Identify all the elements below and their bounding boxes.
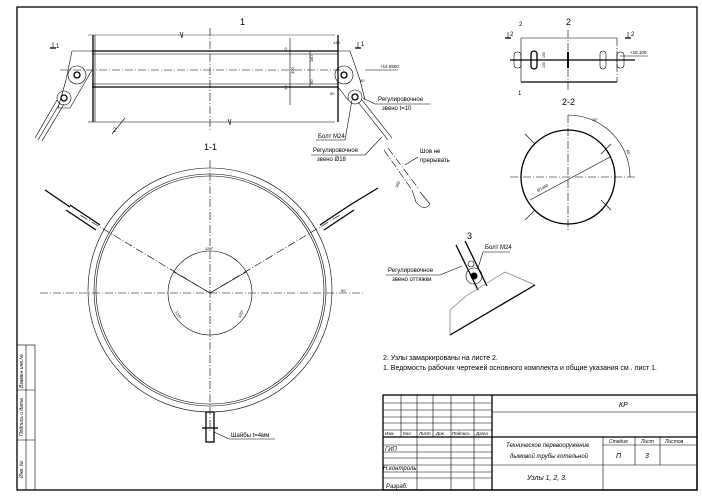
diameter-1400: Ø1400 (536, 182, 550, 192)
tb-code: КР (619, 402, 628, 409)
view-1-title: 1 (240, 17, 245, 27)
view-3-bolt: Болт М24 (485, 245, 512, 251)
view-2-item-1: 1 (518, 91, 522, 97)
sheet-frame (16, 6, 698, 491)
tb-sheets-label: Листов (664, 439, 684, 445)
tb-project-2: дымовой трубы котельной (510, 453, 589, 460)
rod-dim-160: 160 (394, 180, 402, 189)
title-block: Изм. Кол. Лист Док. Подпись Дата ГИП Н.к… (382, 394, 698, 491)
view-2-dim-1: 100 (542, 52, 546, 58)
view-3-link-1: Регулировочное (388, 268, 434, 274)
section-mark-2-right: 2 (631, 32, 635, 38)
tb-stage: П (616, 453, 622, 460)
dim-50-ring: 50 (341, 288, 346, 293)
stamp-sign-date: Подпись и дата (19, 398, 25, 436)
bracket-right (319, 187, 379, 231)
bracket-left (44, 189, 101, 231)
view-2-item-2: 2 (519, 22, 523, 28)
dim-10a: 10 (283, 47, 288, 52)
tb-header-izm: Изм. (385, 431, 395, 436)
callout-weld-2: прерывать (420, 158, 450, 164)
angle-top: 120° (205, 246, 214, 251)
tb-role-gip: ГИП (385, 447, 398, 453)
tb-header-dok: Док. (435, 431, 445, 436)
section-mark-2-left: 2 (510, 32, 514, 38)
stamp-replace-inv: Взамен инв.№ (19, 354, 25, 388)
dim-300: 300 (290, 67, 295, 74)
view-2-dim-2: 100 (542, 62, 546, 68)
callout-weld-1: Шов не (420, 149, 441, 155)
elevation-14650: +14.6500 (380, 64, 399, 69)
angle-45-b: 45° (625, 149, 632, 157)
tb-sheet-title: Узлы 1, 2, 3. (526, 475, 567, 482)
tb-header-date: Дата (475, 431, 488, 436)
dim-60: 60 (309, 79, 314, 84)
tb-header-kol: Кол. (403, 431, 412, 436)
view-3-link-2: звено оттяжки (392, 277, 431, 283)
washers-label: Шайбы t=4мм (231, 432, 269, 439)
callout-link-t10-1: Регулировочное (378, 97, 424, 103)
dim-130: 130 (333, 40, 340, 45)
callout-link-d18-2: звено Ø18 (317, 157, 347, 163)
item-2-label: 2 (113, 128, 117, 134)
view-1-1-title: 1-1 (204, 142, 217, 152)
tb-role-nkontrol: Н.контроль (383, 466, 416, 472)
callout-bolt: Болт М24 (318, 134, 345, 140)
side-stamp: Взамен инв.№ Подпись и дата Инв. № (16, 344, 36, 491)
tb-project-1: Техническое перевооружение (506, 443, 590, 449)
section-mark-1-right: 1 (361, 42, 365, 48)
dim-50: 50 (330, 91, 335, 96)
tb-role-razrab: Разраб. (386, 484, 408, 490)
elevation-18100: +18.100 (630, 50, 647, 55)
view-2-2-title: 2-2 (562, 97, 575, 107)
view-1-1: 1-1 120° 120° 120° 50 Шайбы t=4мм (40, 142, 379, 443)
note-2: 2. Узлы замаркированы на листе 2. (383, 355, 498, 362)
view-3-title: 3 (467, 231, 472, 241)
tb-header-list: Лист (418, 431, 431, 436)
view-2-2: 2-2 45° 45° Ø1400 (510, 97, 635, 230)
tb-header-sign: Подпись (452, 431, 470, 436)
tb-stage-label: Стадия (609, 439, 628, 445)
dim-140: 140 (309, 55, 314, 62)
view-3: 3 Болт М24 Регулировочное звено оттяжки (386, 231, 536, 336)
dim-10b: 10 (283, 85, 288, 90)
callout-link-t10-2: звено t=10 (382, 106, 412, 112)
tb-sheet-label: Лист (640, 439, 654, 445)
note-1: 1. Ведомость рабочих чертежей основного … (383, 364, 657, 372)
tb-sheet: 3 (645, 453, 649, 460)
bracket-bottom (202, 411, 218, 443)
angle-45-a: 45° (592, 117, 598, 122)
callout-link-d18-1: Регулировочное (313, 148, 359, 154)
section-mark-1-left: 1 (56, 44, 60, 50)
angle-left: 120° (174, 310, 183, 320)
view-2: 2 2 1 2 2 +18.100 100 100 (505, 17, 648, 97)
view-1: 1 1 1 2 130 300 140 60 10 (34, 17, 450, 208)
view-2-title: 2 (566, 17, 571, 27)
stamp-inv-no: Инв. № (19, 460, 25, 478)
angle-right: 120° (237, 308, 246, 318)
dim-60b: 60 (360, 78, 365, 83)
